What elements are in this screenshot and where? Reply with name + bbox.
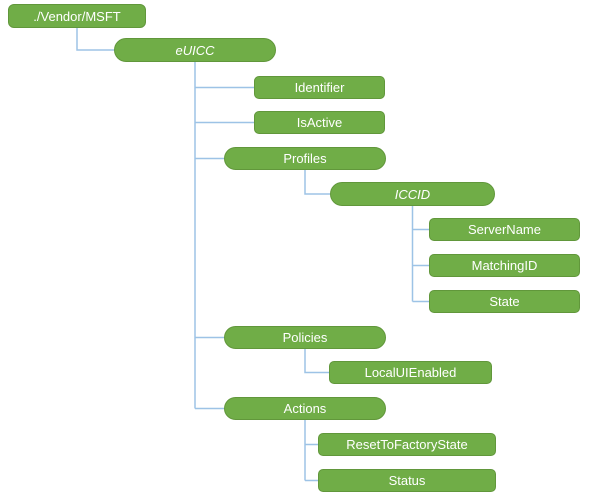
node-status: Status bbox=[318, 469, 496, 492]
node-state: State bbox=[429, 290, 580, 313]
node-actions: Actions bbox=[224, 397, 386, 420]
node-vendor-msft: ./Vendor/MSFT bbox=[8, 4, 146, 28]
node-matchingid: MatchingID bbox=[429, 254, 580, 277]
node-euicc: eUICC bbox=[114, 38, 276, 62]
node-iccid: ICCID bbox=[330, 182, 495, 206]
node-policies: Policies bbox=[224, 326, 386, 349]
node-servername: ServerName bbox=[429, 218, 580, 241]
node-isactive: IsActive bbox=[254, 111, 385, 134]
node-identifier: Identifier bbox=[254, 76, 385, 99]
node-profiles: Profiles bbox=[224, 147, 386, 170]
node-resettofactorystate: ResetToFactoryState bbox=[318, 433, 496, 456]
node-localuienabled: LocalUIEnabled bbox=[329, 361, 492, 384]
